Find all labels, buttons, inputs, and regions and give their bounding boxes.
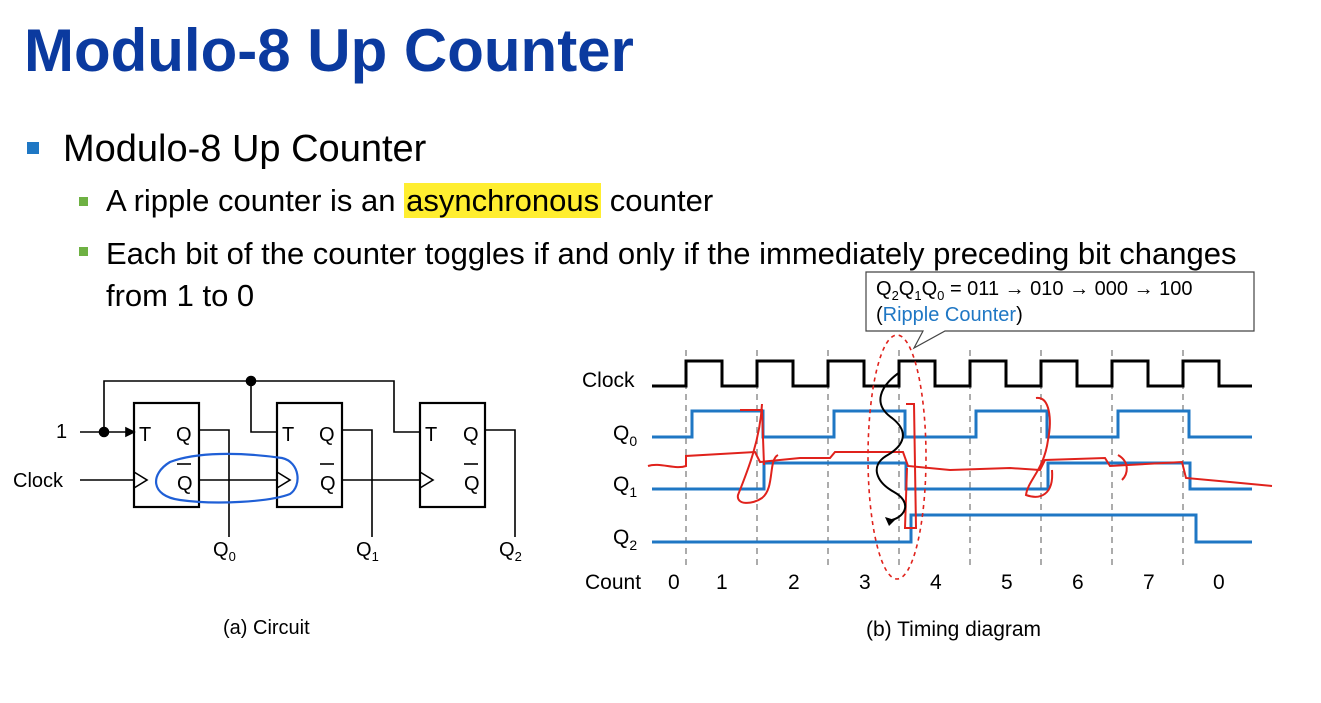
count-value: 3 <box>859 571 871 594</box>
slide-title: Modulo-8 Up Counter <box>24 17 634 84</box>
count-value: 5 <box>1001 571 1013 594</box>
wire <box>250 381 277 433</box>
q1-waveform <box>652 461 1252 491</box>
clock-edge-symbol <box>276 471 292 489</box>
q0-signal-label: Q0 <box>613 422 637 449</box>
count-value: 6 <box>1072 571 1084 594</box>
count-value: 2 <box>788 571 800 594</box>
callout-box <box>865 271 1255 350</box>
timing-caption: (b) Timing diagram <box>866 618 1041 641</box>
bullet-text: A ripple counter is an asynchronous coun… <box>106 183 713 219</box>
q-output-label: Q <box>463 424 479 446</box>
square-bullet-icon <box>79 247 88 256</box>
count-value: 7 <box>1143 571 1155 594</box>
callout-sequence-text: Q2Q1Q0 = 011 → 010 → 000 → 100 <box>876 278 1193 303</box>
circuit-caption: (a) Circuit <box>223 617 310 639</box>
square-bullet-icon <box>79 197 88 206</box>
count-value: 4 <box>930 571 942 594</box>
count-value: 1 <box>716 571 728 594</box>
black-annotation-zigzag <box>875 371 906 521</box>
q-output-label: Q <box>319 424 335 446</box>
wire <box>485 429 516 537</box>
q0-waveform <box>652 409 1252 439</box>
bullet-toggle-rule: Each bit of the counter toggles if and o… <box>79 233 1256 317</box>
q-output-label: Q <box>176 424 192 446</box>
qbar-output-label: Q <box>464 473 480 495</box>
arrow-icon <box>885 517 895 526</box>
timing-labels: Clock Q0 Q1 Q2 Count 0 1 2 3 4 5 6 7 0 (… <box>582 369 1225 641</box>
clock-edge-symbol <box>133 471 149 489</box>
circuit-clock-label: Clock <box>13 470 64 492</box>
bullet-text: Each bit of the counter toggles if and o… <box>106 236 1237 313</box>
bullet-ripple-definition: A ripple counter is an asynchronous coun… <box>79 183 713 219</box>
t-flip-flop-1 <box>275 401 344 509</box>
t-input-label: T <box>282 424 294 446</box>
junction-dot <box>98 426 110 438</box>
count-value: 0 <box>1213 571 1225 594</box>
q1-output-label: Q1 <box>356 539 379 564</box>
wire <box>103 380 420 433</box>
blue-annotation-loop <box>154 452 299 504</box>
square-bullet-icon <box>27 142 39 154</box>
t-input-label: T <box>425 424 437 446</box>
count-label: Count <box>585 571 641 594</box>
count-value: 0 <box>668 571 680 594</box>
circuit-labels: 1 Clock T Q Q T Q Q T Q Q Q0 Q1 Q2 (a) C… <box>13 421 522 639</box>
q2-signal-label: Q2 <box>613 526 637 553</box>
ripple-callout: Q2Q1Q0 = 011 → 010 → 000 → 100 (Ripple C… <box>865 271 1255 350</box>
q0-output-label: Q0 <box>213 539 236 564</box>
bullet-level1: Modulo-8 Up Counter <box>27 128 426 171</box>
timing-clock-label: Clock <box>582 369 635 392</box>
qbar-output-label: Q <box>177 473 193 495</box>
callout-ripple-text: (Ripple Counter) <box>876 304 1023 326</box>
red-annotation-scribbles <box>647 396 1273 529</box>
wire <box>342 429 373 537</box>
clock-waveform <box>652 359 1252 388</box>
circuit-diagram <box>80 375 516 537</box>
junction-dot <box>245 375 257 387</box>
qbar-output-label: Q <box>320 473 336 495</box>
q2-output-label: Q2 <box>499 539 522 564</box>
arrow-icon <box>125 426 136 438</box>
clock-edge-symbol <box>419 471 435 489</box>
input-one-label: 1 <box>56 421 67 443</box>
q1-signal-label: Q1 <box>613 473 637 500</box>
q2-waveform <box>652 513 1252 544</box>
highlighted-word: asynchronous <box>404 183 602 218</box>
t-input-label: T <box>139 424 151 446</box>
bullet-text: Modulo-8 Up Counter <box>63 128 427 170</box>
bullet-text-after: counter <box>601 183 714 218</box>
wire <box>199 429 230 537</box>
red-dashed-ellipse <box>867 334 927 580</box>
t-flip-flop-2 <box>418 401 487 509</box>
bullet-text-before: A ripple counter is an <box>106 183 405 218</box>
